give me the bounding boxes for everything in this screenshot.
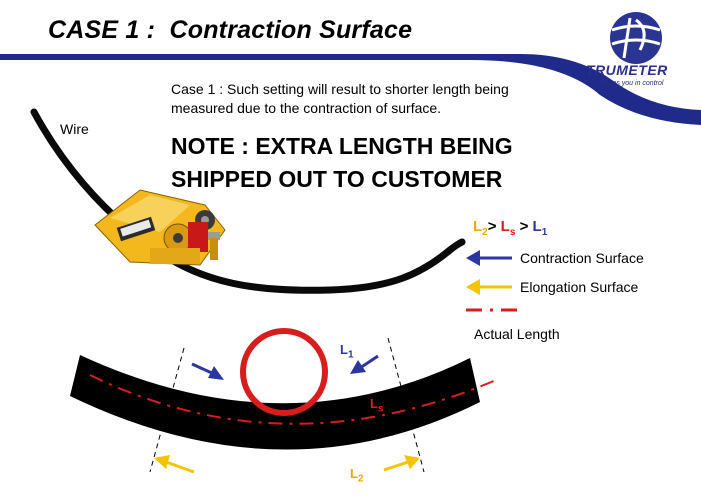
logo-figure (622, 17, 646, 59)
case-description: Case 1 : Such setting will result to sho… (171, 81, 509, 116)
bent-bar (70, 355, 480, 450)
diagram-l2-sub: 2 (357, 473, 364, 485)
diagram-l2-label: L2 (350, 466, 364, 485)
right-elongation-arrow (383, 460, 409, 472)
wire (30, 108, 466, 294)
diagram-ls-sub: s (377, 403, 384, 415)
logo-stripe (611, 24, 661, 32)
right-elongation-arrowhead (404, 455, 420, 469)
diagram-l1-sub: 1 (347, 349, 354, 361)
logo-globe (610, 12, 662, 64)
elongation-legend-arrowhead (466, 279, 480, 295)
logo-tagline: Keeps you in control (600, 80, 664, 87)
diagram-ls-label: Ls (370, 396, 384, 415)
relation-row: L2> Ls > L1 (473, 218, 547, 238)
diagram-l2-letter: L (350, 466, 358, 481)
slide-title: CASE 1 : Contraction Surface (48, 16, 413, 44)
left-elongation-arrow (165, 460, 195, 474)
relation-l1: L1 (532, 218, 548, 238)
left-elongation-arrowhead (154, 455, 170, 469)
legend-elongation-label: Elongation Surface (520, 279, 639, 295)
relation-l2-sub: 2 (482, 227, 488, 238)
diagram-ls-letter: L (370, 396, 378, 411)
logo-name: TRUMETER (586, 62, 668, 78)
relation-gt-2: > (519, 218, 529, 235)
legend-contraction-label: Contraction Surface (520, 250, 644, 266)
note-text: NOTE : EXTRA LENGTH BEING SHIPPED OUT TO… (171, 133, 513, 192)
relation-l2: L2 (473, 218, 488, 238)
contraction-legend-arrowhead (466, 250, 480, 266)
trumeter-logo (610, 12, 662, 64)
diagram-l1-letter: L (340, 342, 348, 357)
length-measuring-machine (94, 189, 226, 266)
logo-stripe (611, 38, 661, 46)
right-contraction-arrow (359, 354, 379, 370)
relation-ls-sub: s (509, 227, 516, 238)
roller-ring (240, 328, 328, 416)
legend-actual-label: Actual Length (474, 326, 560, 342)
left-contraction-arrowhead (208, 366, 224, 380)
relation-gt-1: > (487, 218, 497, 235)
relation-ls: Ls (500, 218, 516, 238)
relation-ls-letter: L (500, 218, 510, 235)
relation-l2-letter: L (473, 218, 483, 235)
relation-l1-letter: L (532, 218, 542, 235)
left-guide-line (149, 347, 185, 473)
wire-label: Wire (60, 121, 89, 137)
left-contraction-arrow (191, 362, 215, 376)
relation-l1-sub: 1 (541, 227, 548, 238)
diagram-l1-label: L1 (340, 342, 354, 361)
right-contraction-arrowhead (350, 360, 366, 374)
